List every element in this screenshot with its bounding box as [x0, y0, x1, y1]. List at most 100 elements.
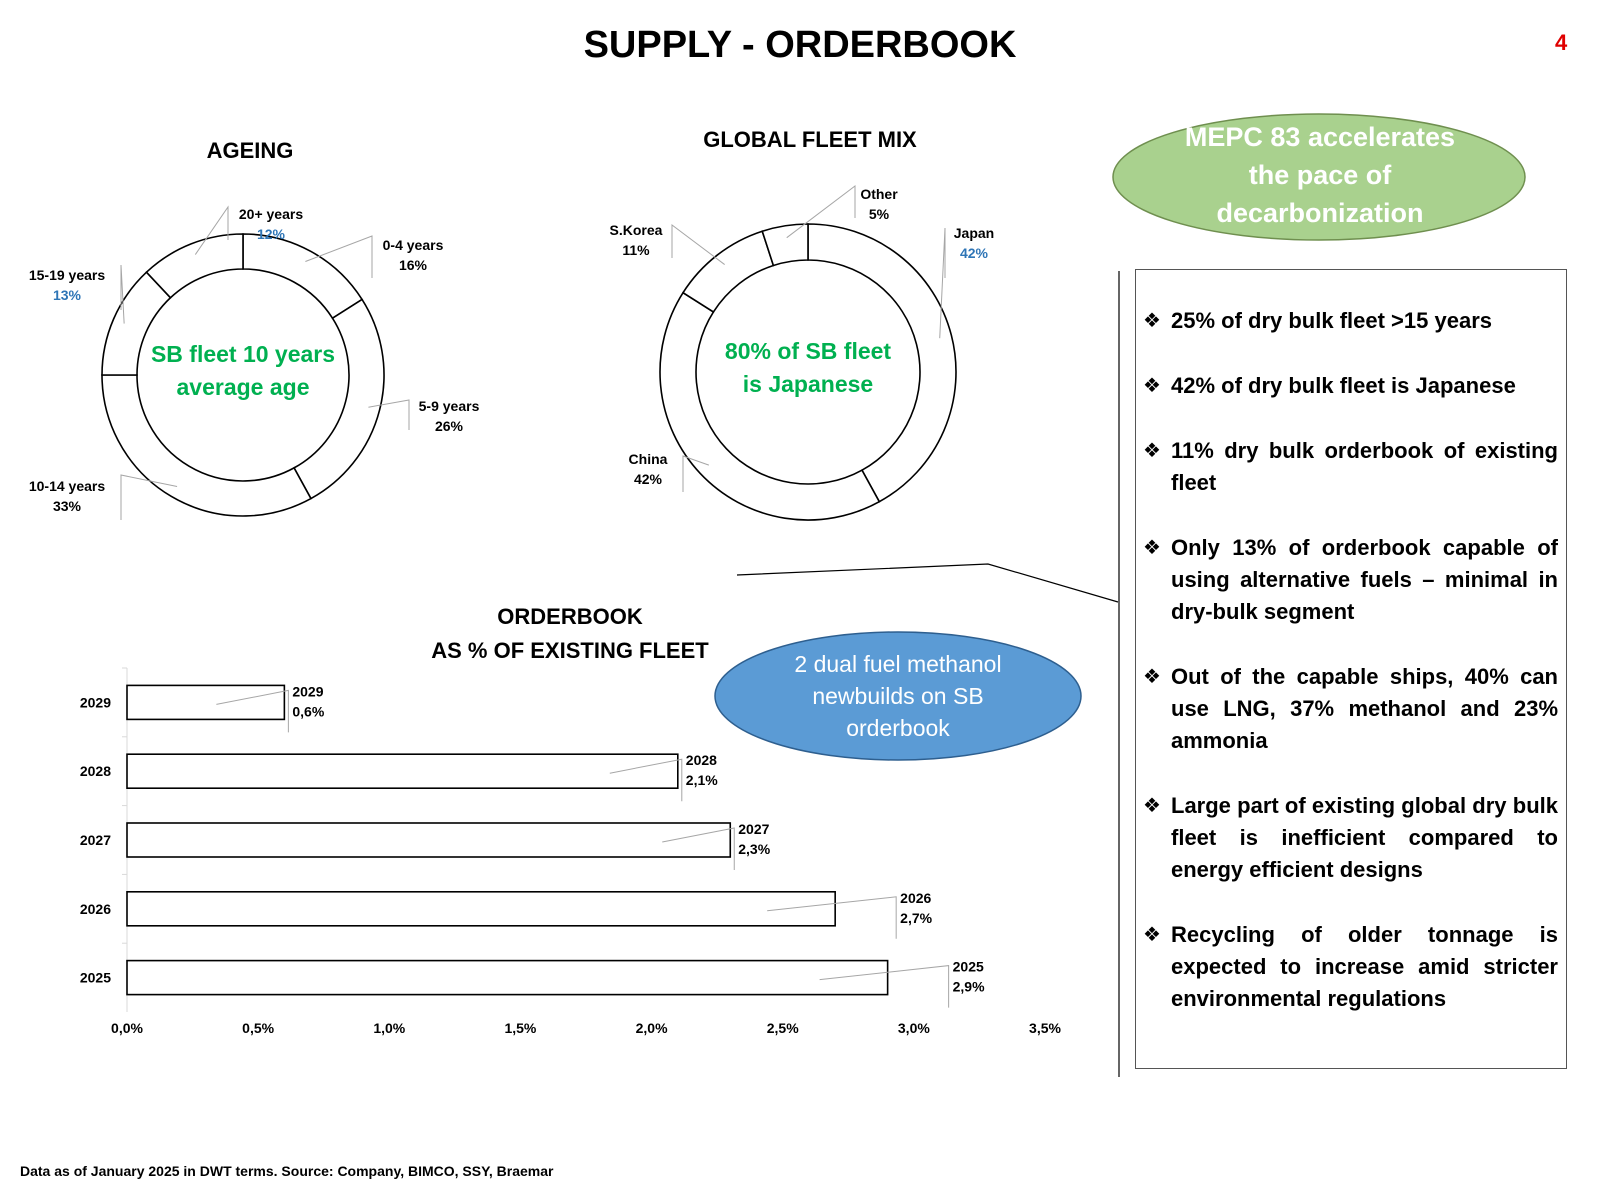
ageing-leader-line-2: [120, 474, 178, 520]
orderbook-title-line-2: AS % OF EXISTING FLEET: [431, 638, 709, 663]
orderbook-title-line-1: ORDERBOOK: [497, 604, 643, 629]
orderbook-data-label-1-1: 2,1%: [686, 772, 718, 788]
key-point-5: ❖Out of the capable ships, 40% can use L…: [1143, 661, 1558, 757]
ageing-slice-value-1: 26%: [435, 418, 464, 434]
orderbook-category-label-1: 2028: [80, 763, 111, 779]
fleet-mix-leader-line-0: [939, 227, 946, 339]
key-point-6: ❖Large part of existing global dry bulk …: [1143, 790, 1558, 886]
ageing-leader-line-4: [194, 205, 229, 255]
dual-fuel-ellipse-shape: [714, 631, 1082, 761]
orderbook-bar-2027: [126, 822, 732, 858]
key-point-2: ❖42% of dry bulk fleet is Japanese: [1143, 370, 1558, 402]
dual-fuel-line-3: orderbook: [846, 715, 950, 741]
fleet-mix-slice-value-0: 42%: [960, 245, 989, 261]
bullet-diamond-icon: ❖: [1143, 375, 1161, 397]
orderbook-x-tick-label-0: 0,0%: [111, 1020, 143, 1036]
orderbook-x-tick-label-7: 3,5%: [1029, 1020, 1061, 1036]
ageing-slice-label-3: 15-19 years: [29, 267, 106, 283]
orderbook-category-label-2: 2027: [80, 832, 111, 848]
orderbook-x-tick-label-5: 2,5%: [767, 1020, 799, 1036]
fleet-mix-slice-label-0: Japan: [954, 225, 994, 241]
key-point-4: ❖Only 13% of orderbook capable of using …: [1143, 532, 1558, 628]
orderbook-x-tick-label-1: 0,5%: [242, 1020, 274, 1036]
fleet-mix-slice-3: [761, 223, 809, 267]
orderbook-data-label-2-1: 2,3%: [738, 841, 770, 857]
bullet-diamond-icon: ❖: [1143, 924, 1161, 946]
fleet-mix-leader-line-3: [786, 184, 856, 239]
key-point-3: ❖11% dry bulk orderbook of existing flee…: [1143, 435, 1558, 499]
orderbook-data-label-1-0: 2028: [686, 752, 717, 768]
bullet-diamond-icon: ❖: [1143, 666, 1161, 688]
ageing-slice-label-1: 5-9 years: [419, 398, 480, 414]
orderbook-data-label-2-0: 2027: [738, 821, 769, 837]
mepc-line-2: the pace of: [1248, 160, 1392, 190]
ageing-center-text-1: average age: [177, 374, 310, 400]
ageing-leader-line-3: [120, 264, 125, 324]
orderbook-data-label-0-1: 0,6%: [292, 703, 324, 719]
orderbook-category-label-0: 2029: [80, 694, 111, 710]
orderbook-x-tick-label-3: 1,5%: [504, 1020, 536, 1036]
ageing-slice-label-2: 10-14 years: [29, 478, 106, 494]
ageing-leader-line-0: [305, 235, 373, 278]
key-points-panel: [1135, 269, 1567, 1069]
orderbook-leader-line-1: [609, 758, 683, 802]
dual-fuel-callout-text: 2 dual fuel methanol newbuilds on SB ord…: [740, 648, 1056, 744]
orderbook-x-tick-label-6: 3,0%: [898, 1020, 930, 1036]
orderbook-x-tick-label-4: 2,0%: [636, 1020, 668, 1036]
ageing-chart-title: AGEING: [206, 138, 294, 163]
mepc-line-3: decarbonization: [1216, 198, 1424, 228]
fleet-mix-center-text-0: 80% of SB fleet: [725, 338, 891, 364]
orderbook-x-tick-label-2: 1,0%: [373, 1020, 405, 1036]
ageing-slice-value-0: 16%: [399, 257, 428, 273]
orderbook-data-label-4-0: 2025: [953, 959, 984, 975]
bullet-diamond-icon: ❖: [1143, 310, 1161, 332]
key-point-7: ❖Recycling of older tonnage is expected …: [1143, 919, 1558, 1015]
dual-fuel-line-2: newbuilds on SB: [812, 683, 984, 709]
key-point-1: ❖25% of dry bulk fleet >15 years: [1143, 305, 1558, 337]
ageing-slice-label-4: 20+ years: [239, 206, 303, 222]
orderbook-data-label-0-0: 2029: [292, 683, 323, 699]
orderbook-chart-title: ORDERBOOK AS % OF EXISTING FLEET: [380, 600, 760, 668]
fleet-mix-leader-line-1: [682, 455, 710, 492]
mepc-line-1: MEPC 83 accelerates: [1184, 122, 1456, 152]
dual-fuel-line-1: 2 dual fuel methanol: [794, 651, 1002, 677]
fleet-mix-slice-value-2: 11%: [622, 242, 650, 258]
ageing-slice-value-3: 13%: [53, 287, 82, 303]
ageing-leader-line-1: [368, 399, 410, 430]
fleet-mix-leader-line-2: [671, 223, 725, 265]
ageing-slice-4: [145, 233, 244, 299]
orderbook-data-label-3-1: 2,7%: [900, 910, 932, 926]
ageing-slice-value-4: 12%: [257, 226, 286, 242]
page-title: SUPPLY - ORDERBOOK: [583, 24, 1017, 66]
orderbook-category-label-4: 2025: [80, 970, 111, 986]
fleet-mix-slice-0: [807, 223, 957, 503]
fleet-mix-chart-title: GLOBAL FLEET MIX: [703, 127, 917, 152]
orderbook-bar-2028: [126, 753, 679, 790]
dual-fuel-callout-ellipse: [714, 631, 1082, 761]
callout-connector-line: [736, 563, 1119, 603]
bullet-diamond-icon: ❖: [1143, 537, 1161, 559]
fleet-mix-slice-value-1: 42%: [634, 471, 663, 487]
ageing-center-text-0: SB fleet 10 years: [151, 341, 335, 367]
ageing-slice-value-2: 33%: [53, 498, 82, 514]
orderbook-bar-2025: [126, 959, 889, 996]
mepc-callout-ellipse: [1112, 113, 1526, 241]
orderbook-data-label-3-0: 2026: [900, 890, 931, 906]
fleet-mix-slice-1: [659, 291, 881, 521]
ageing-slice-label-0: 0-4 years: [383, 237, 444, 253]
fleet-mix-slice-value-3: 5%: [869, 206, 890, 222]
bullet-diamond-icon: ❖: [1143, 795, 1161, 817]
key-points-list: ❖25% of dry bulk fleet >15 years ❖42% of…: [1143, 305, 1558, 1048]
orderbook-bar-2029: [126, 684, 286, 721]
page-number: 4: [1555, 30, 1568, 55]
orderbook-leader-line-2: [662, 827, 735, 870]
fleet-mix-center-text-1: is Japanese: [743, 371, 873, 397]
mepc-ellipse-shape: [1112, 113, 1526, 241]
orderbook-leader-line-3: [767, 896, 897, 939]
fleet-mix-slice-label-1: China: [629, 451, 668, 467]
fleet-mix-slice-label-3: Other: [860, 186, 898, 202]
orderbook-data-label-4-1: 2,9%: [953, 979, 985, 995]
mepc-callout-text: MEPC 83 accelerates the pace of decarbon…: [1150, 118, 1490, 232]
orderbook-bar-2026: [126, 890, 836, 927]
